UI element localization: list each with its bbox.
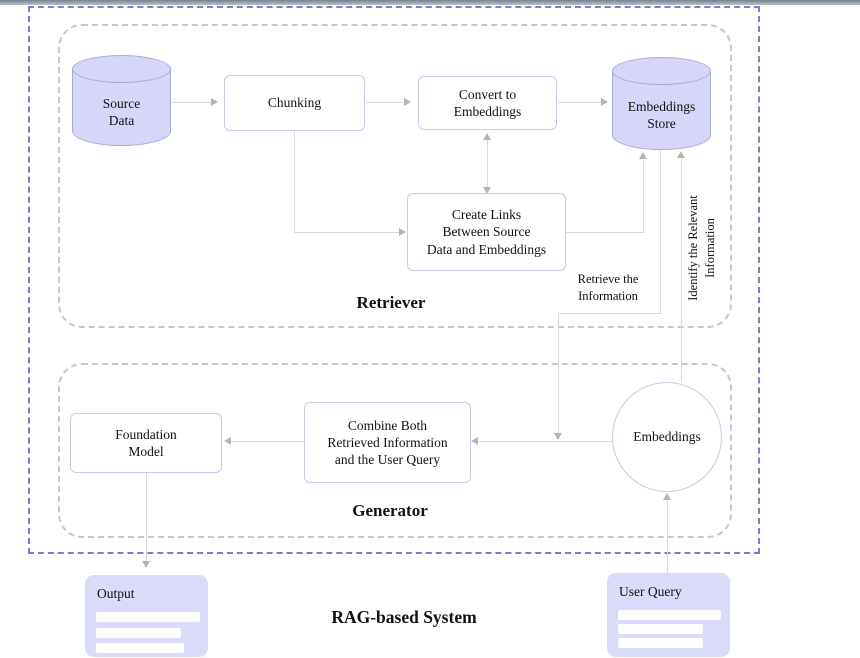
edge-identify-up — [681, 158, 682, 382]
arrowhead-to-store — [601, 98, 608, 106]
generator-container — [58, 363, 732, 538]
output-skeleton-bar — [96, 628, 181, 638]
arrowhead-up-to-convert — [483, 133, 491, 140]
edge-convert-to-store — [558, 102, 601, 103]
output-skeleton-bar — [96, 643, 184, 653]
system-boundary — [28, 6, 760, 554]
user-query-skeleton-bar — [618, 624, 703, 634]
system-title: RAG-based System — [331, 607, 477, 627]
arrowhead-identify-to-store — [677, 151, 685, 158]
combine-box: Combine Both Retrieved Information and t… — [304, 402, 471, 483]
generator-title: Generator — [352, 501, 428, 520]
edge-chunking-down — [294, 132, 295, 232]
edge-combine-to-foundation — [231, 441, 304, 442]
edge-chunking-to-createlinks — [294, 232, 399, 233]
embeddings-circle: Embeddings — [612, 382, 722, 492]
arrowhead-to-createlinks — [399, 228, 406, 236]
arrowhead-to-output — [142, 561, 150, 568]
user-query-skeleton-bar — [618, 610, 721, 620]
edge-foundation-to-output — [146, 473, 147, 561]
edge-retrieve-down — [660, 150, 661, 314]
arrowhead-to-convert — [404, 98, 411, 106]
arrowhead-to-combine — [471, 437, 478, 445]
retrieve-information-label: Retrieve the Information — [577, 272, 639, 303]
arrowhead-createlinks-to-store — [639, 152, 647, 159]
retriever-title: Retriever — [356, 293, 426, 312]
edge-createlinks-right — [566, 232, 643, 233]
edge-convert-createlinks-bidir — [487, 140, 488, 187]
arrowhead-down-to-createlinks — [483, 187, 491, 194]
source-data-cylinder-top — [72, 55, 171, 83]
convert-to-embeddings-box: Convert to Embeddings — [418, 76, 557, 130]
embeddings-store-cylinder-top — [612, 57, 711, 85]
user-query-skeleton-bar — [618, 638, 703, 648]
arrowhead-to-circle — [663, 493, 671, 500]
output-card: Output — [85, 575, 208, 657]
window-top-edge — [0, 0, 860, 5]
user-query-label: User Query — [619, 584, 682, 599]
edge-retrieve-elbow — [558, 313, 661, 314]
edge-query-to-circle — [667, 500, 668, 573]
retriever-container — [58, 24, 732, 328]
chunking-box: Chunking — [224, 75, 365, 131]
edge-circle-to-combine — [478, 441, 612, 442]
embeddings-store-cylinder: Embeddings Store — [612, 57, 711, 150]
identify-relevant-label: Identify the Relevant Information — [686, 195, 717, 301]
output-skeleton-bar — [96, 612, 200, 622]
edge-retrieve-down2 — [558, 313, 559, 433]
arrowhead-retrieve-junction — [554, 433, 562, 440]
edge-createlinks-up — [643, 160, 644, 233]
user-query-card: User Query — [607, 573, 730, 657]
foundation-model-box: Foundation Model — [70, 413, 222, 473]
arrowhead-to-foundation — [224, 437, 231, 445]
create-links-box: Create Links Between Source Data and Emb… — [407, 193, 566, 271]
output-label: Output — [97, 586, 135, 601]
source-data-cylinder: Source Data — [72, 55, 171, 146]
arrowhead-to-chunking — [211, 98, 218, 106]
edge-source-to-chunking — [172, 102, 211, 103]
edge-chunking-to-convert — [366, 102, 404, 103]
